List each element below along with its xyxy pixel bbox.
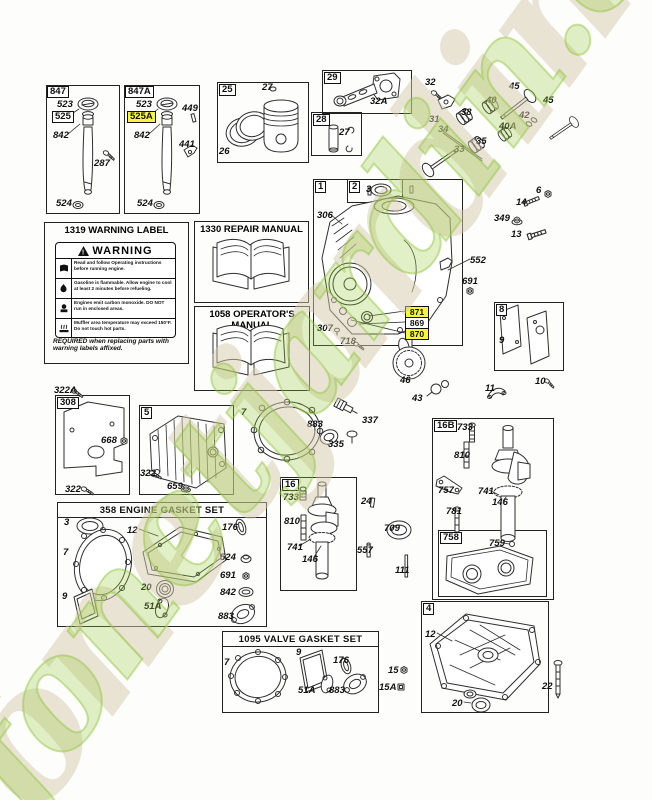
head-gasket-drawing	[250, 398, 339, 463]
flame-icon	[56, 279, 72, 298]
section-box-5-head	[139, 405, 234, 495]
section-box-2-seal	[347, 179, 403, 203]
warning-row: Engines emit carbon monoxide. DO NOT run…	[56, 299, 175, 319]
part-number-label: 10	[535, 376, 546, 387]
warning-triangle-icon: !	[78, 245, 90, 256]
warning-row: Gasoline is flammable. Allow engine to c…	[56, 279, 175, 299]
operators-manual-section: 1058 OPERATOR'S MANUAL	[194, 306, 310, 391]
part-number-label: 45	[543, 95, 554, 106]
warning-row: Muffler area temperature may exceed 150°…	[56, 319, 175, 337]
warning-label-sticker: ! WARNING Read and follow Operating inst…	[55, 242, 176, 338]
part-number-label: 709	[384, 523, 400, 534]
part-number-label: 557	[357, 545, 373, 556]
part-number-label: 43	[412, 393, 423, 404]
section-box-28-pin	[311, 112, 362, 156]
exhaust-icon	[56, 299, 72, 318]
part-number-label: 691	[462, 276, 478, 287]
warning-header: ! WARNING	[56, 243, 175, 259]
section-box-29-rod	[322, 70, 412, 114]
part-number-label: 15	[388, 665, 399, 676]
valve-gasket-set-section: 1095 VALVE GASKET SET	[222, 631, 379, 713]
section-box-847A	[124, 85, 200, 214]
part-number-label: 32	[425, 77, 436, 88]
part-number-label: 7	[241, 407, 247, 418]
section-box-16B-crankshaft	[432, 418, 554, 600]
warning-footer-text: REQUIRED when replacing parts with warni…	[53, 338, 169, 352]
section-box-25-piston	[217, 82, 309, 163]
part-number-label: 46	[400, 375, 411, 386]
repair-manual-section: 1330 REPAIR MANUAL	[194, 221, 309, 303]
part-number-label: 335	[328, 439, 344, 450]
part-number-label: 15A	[379, 682, 397, 693]
part-number-label: 883	[307, 419, 323, 430]
warning-row: Read and follow Operating instructions b…	[56, 259, 175, 279]
valve-gasket-set-title: 1095 VALVE GASKET SET	[223, 632, 378, 647]
warning-label-section: 1319 WARNING LABEL ! WARNING Read and fo…	[44, 222, 189, 364]
part-number-label: 33	[454, 144, 465, 155]
section-box-4-sump	[421, 601, 549, 713]
part-number-label: 35	[476, 136, 487, 147]
warning-row-text: Muffler area temperature may exceed 150°…	[74, 320, 172, 331]
operators-manual-title: 1058 OPERATOR'S MANUAL	[209, 309, 295, 331]
part-number-label: 14	[516, 197, 527, 208]
section-box-1-cylinder	[313, 179, 463, 346]
engine-gasket-set-section: 358 ENGINE GASKET SET	[57, 502, 267, 627]
part-number-label: 13	[511, 229, 522, 240]
part-number-label: 40	[486, 95, 497, 106]
svg-text:!: !	[82, 249, 85, 255]
section-box-758-pump	[438, 530, 547, 597]
repair-manual-title: 1330 REPAIR MANUAL	[200, 224, 303, 235]
warning-header-text: WARNING	[92, 244, 153, 257]
part-number-label: 31	[429, 114, 440, 125]
part-number-label: 42	[519, 110, 530, 121]
part-number-label: 40A	[499, 121, 517, 132]
part-number-label: 45	[509, 81, 520, 92]
section-box-308-baffle	[55, 395, 130, 495]
part-number-label: 552	[470, 255, 486, 266]
part-number-label: 349	[494, 213, 510, 224]
engine-gasket-set-title: 358 ENGINE GASKET SET	[58, 503, 266, 518]
warning-row-text: Read and follow Operating instructions b…	[74, 260, 162, 271]
section-box-847	[46, 85, 120, 214]
warning-row-text: Gasoline is flammable. Allow engine to c…	[74, 280, 172, 291]
book-icon	[56, 259, 72, 278]
part-number-label: 38	[461, 107, 472, 118]
warning-row-text: Engines emit carbon monoxide. DO NOT run…	[74, 300, 165, 311]
part-number-label: 337	[362, 415, 378, 426]
spark-plug-drawing	[333, 397, 358, 444]
section-box-16-crankshaft	[280, 477, 357, 591]
key-seal-pins-drawing	[366, 497, 412, 578]
part-number-label: 24	[361, 496, 372, 507]
part-number-label: 11	[485, 383, 495, 394]
warning-section-title: 1319 WARNING LABEL	[64, 225, 169, 236]
hot-surface-icon	[56, 319, 72, 337]
part-number-label: 34	[438, 124, 449, 135]
part-number-label: 6	[536, 185, 542, 196]
part-number-label: 111	[395, 565, 410, 576]
section-box-8-breather	[494, 302, 564, 371]
